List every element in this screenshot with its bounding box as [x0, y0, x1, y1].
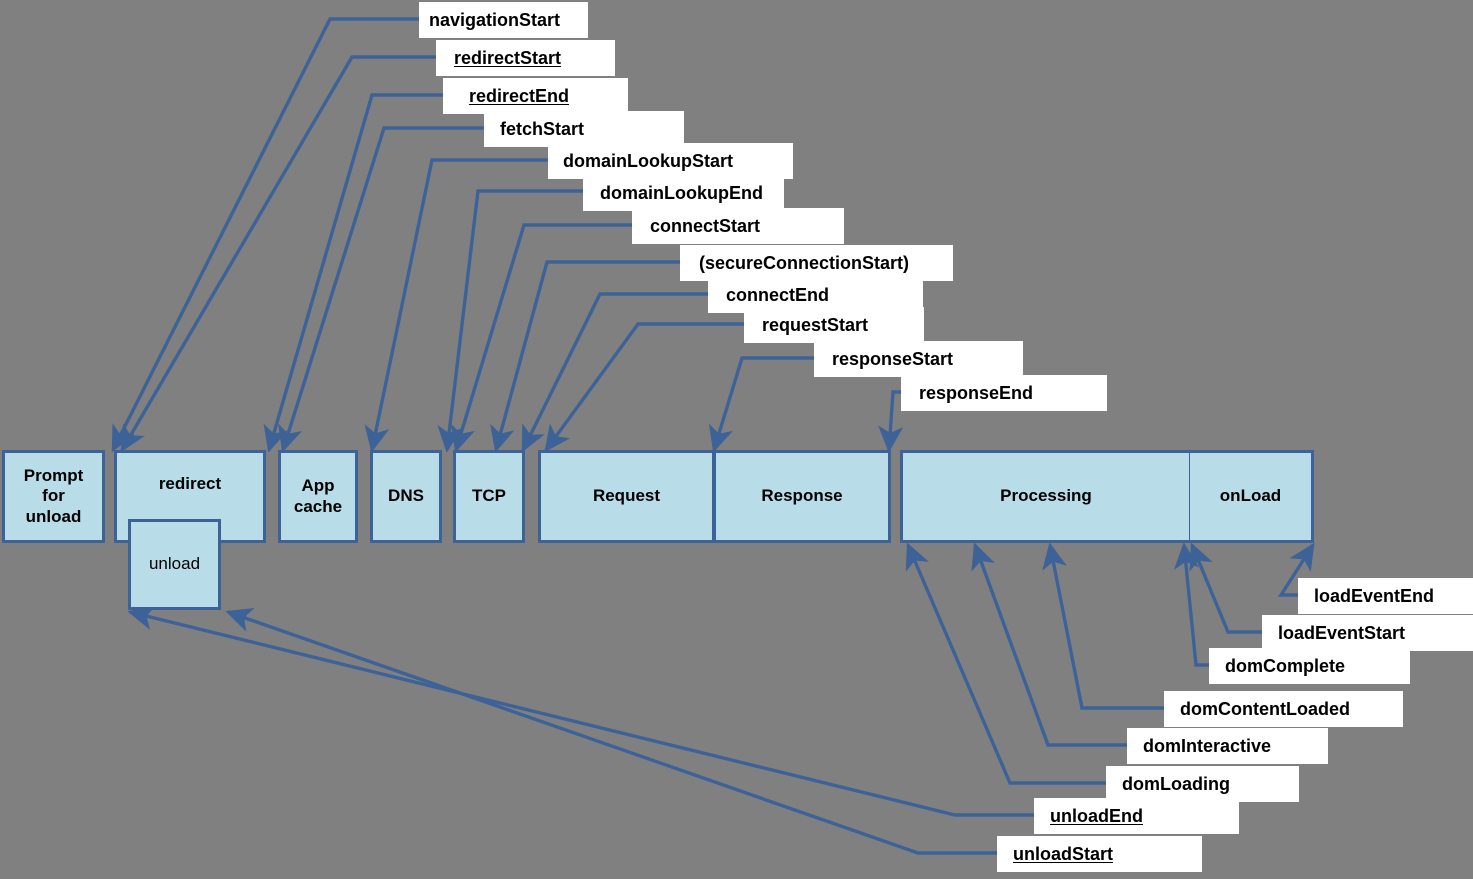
phase-app-cache: App cache: [278, 450, 358, 543]
phase-onload: onLoad: [1190, 453, 1311, 540]
phase-dns: DNS: [370, 450, 442, 543]
phase-unload: unload: [128, 519, 221, 610]
label-domainLookupEnd: domainLookupEnd: [583, 175, 784, 211]
phase-label: onLoad: [1219, 486, 1282, 506]
connector-domInteractive: [971, 542, 1131, 747]
phase-prompt-for-unload: Prompt for unload: [2, 450, 105, 543]
phase-label: unload: [148, 554, 201, 574]
phase-label: Response: [761, 486, 843, 506]
connector-connectStart: [450, 223, 636, 453]
phase-label-line: App: [301, 476, 335, 496]
phase-response: Response: [715, 450, 891, 543]
label-responseStart: responseStart: [814, 341, 1023, 377]
connector-navigationStart: [111, 17, 424, 453]
label-redirectEnd: redirectEnd: [443, 78, 628, 114]
connector-loadEventStart: [1189, 542, 1266, 634]
phase-tcp: TCP: [453, 450, 525, 543]
label-secureConnectionStart: (secureConnectionStart): [680, 245, 953, 281]
label-unloadEnd: unloadEnd: [1034, 798, 1239, 834]
phase-label-line: cache: [293, 496, 343, 516]
connector-domComplete: [1173, 542, 1213, 667]
phase-label: Request: [592, 486, 661, 506]
label-requestStart: requestStart: [744, 307, 924, 343]
connector-redirectEnd: [263, 93, 444, 453]
connector-responseStart: [708, 356, 818, 453]
connector-connectEnd: [521, 292, 712, 453]
connector-requestStart: [544, 322, 748, 453]
phase-request: Request: [538, 450, 715, 543]
label-connectStart: connectStart: [632, 208, 844, 244]
label-domainLookupStart: domainLookupStart: [548, 143, 793, 179]
label-redirectStart: redirectStart: [436, 40, 615, 76]
connector-domLoading: [905, 542, 1110, 785]
label-domInteractive: domInteractive: [1127, 728, 1328, 764]
label-fetchStart: fetchStart: [484, 111, 684, 147]
phase-label: redirect: [158, 474, 222, 494]
phase-label-line: unload: [25, 506, 82, 526]
phase-label-line: for: [42, 486, 65, 506]
phase-label: Processing: [1000, 486, 1092, 506]
label-loadEventEnd: loadEventEnd: [1298, 578, 1473, 614]
phase-label-line: Prompt: [23, 466, 84, 486]
phase-label: DNS: [388, 486, 424, 506]
connector-unloadEnd: [127, 605, 1038, 817]
label-domLoading: domLoading: [1106, 766, 1299, 802]
label-navigationStart: navigationStart: [419, 2, 588, 38]
connector-unloadStart: [225, 607, 1001, 855]
connector-domainLookupEnd: [437, 189, 587, 453]
label-unloadStart: unloadStart: [997, 836, 1202, 872]
phase-label: TCP: [472, 486, 506, 506]
label-responseEnd: responseEnd: [901, 375, 1107, 411]
connector-fetchStart: [278, 126, 490, 453]
connector-domainLookupStart: [364, 158, 553, 453]
connector-secureConnectionStart: [490, 260, 684, 453]
label-loadEventStart: loadEventStart: [1262, 615, 1473, 651]
connector-redirectStart: [120, 55, 437, 453]
label-domContentLoaded: domContentLoaded: [1164, 691, 1403, 727]
phase-processing: Processing: [903, 453, 1190, 540]
connector-domContentLoaded: [1042, 542, 1168, 710]
label-domComplete: domComplete: [1209, 648, 1410, 684]
